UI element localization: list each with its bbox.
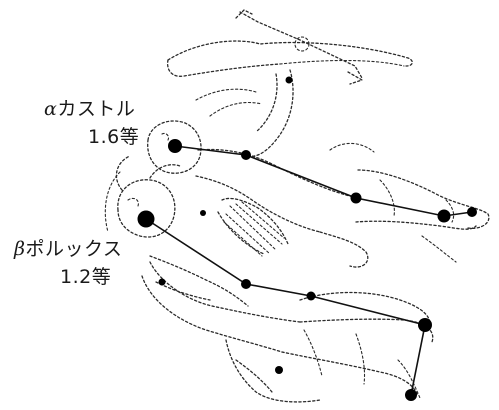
star	[405, 389, 417, 401]
star	[351, 193, 362, 204]
pollux-line	[146, 219, 425, 395]
castor-line	[175, 146, 472, 216]
star-pollux	[138, 211, 155, 228]
star	[467, 207, 477, 217]
star	[241, 279, 251, 289]
castor-name-label: αカストル	[44, 100, 135, 119]
castor-name: カストル	[57, 98, 135, 120]
pollux-name: ポルックス	[25, 238, 122, 260]
pollux-magnitude-label: 1.2等	[60, 268, 111, 287]
star	[241, 150, 251, 160]
star	[286, 77, 293, 84]
pollux-greek-letter: β	[14, 238, 25, 260]
star	[275, 366, 283, 374]
star	[307, 292, 316, 301]
figure-outline-art	[105, 10, 489, 402]
star	[438, 210, 451, 223]
star	[418, 318, 432, 332]
star	[200, 210, 206, 216]
castor-greek-letter: α	[44, 98, 57, 120]
star	[159, 279, 166, 286]
star-castor	[168, 139, 182, 153]
pollux-name-label: βポルックス	[14, 240, 122, 259]
castor-magnitude-label: 1.6等	[88, 128, 139, 147]
